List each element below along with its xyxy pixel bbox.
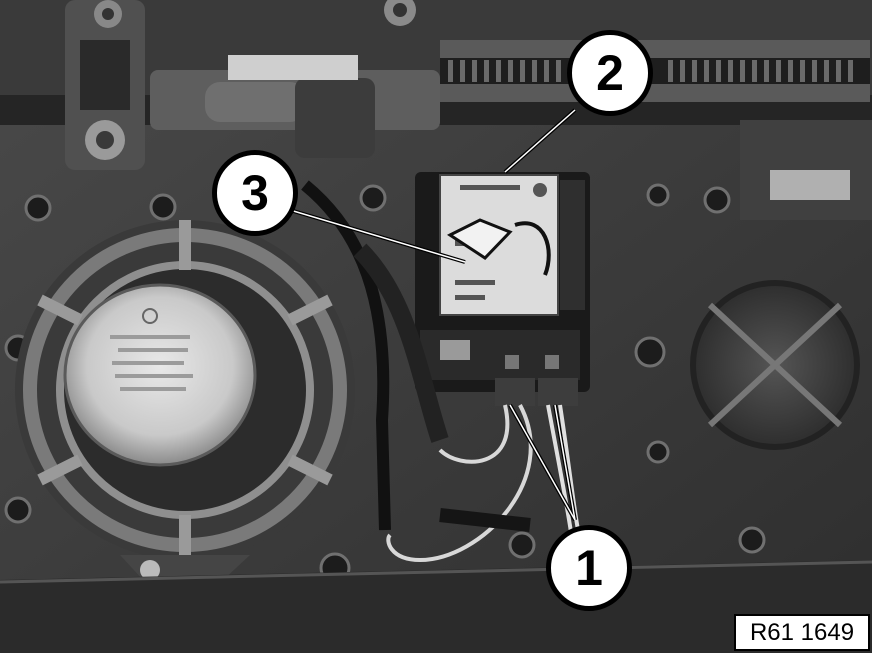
callout-number: 1: [575, 540, 603, 596]
actuator-rod: [150, 55, 440, 158]
wiring-harness: [301, 180, 582, 563]
callout-2: 2: [567, 30, 653, 116]
callout-1: 1: [546, 525, 632, 611]
hinge-bracket: [65, 0, 416, 170]
screw-holes: [4, 183, 766, 584]
callout-number: 2: [596, 45, 624, 101]
control-module: [415, 172, 590, 406]
callout-number: 3: [241, 165, 269, 221]
callout-3: 3: [212, 150, 298, 236]
figure-reference-label: R61 1649: [734, 614, 870, 651]
reference-code: R61 1649: [749, 618, 855, 646]
lower-trim: [0, 560, 872, 653]
top-rail: [0, 0, 872, 125]
speaker: [15, 220, 355, 620]
vent-grille: [690, 280, 860, 450]
